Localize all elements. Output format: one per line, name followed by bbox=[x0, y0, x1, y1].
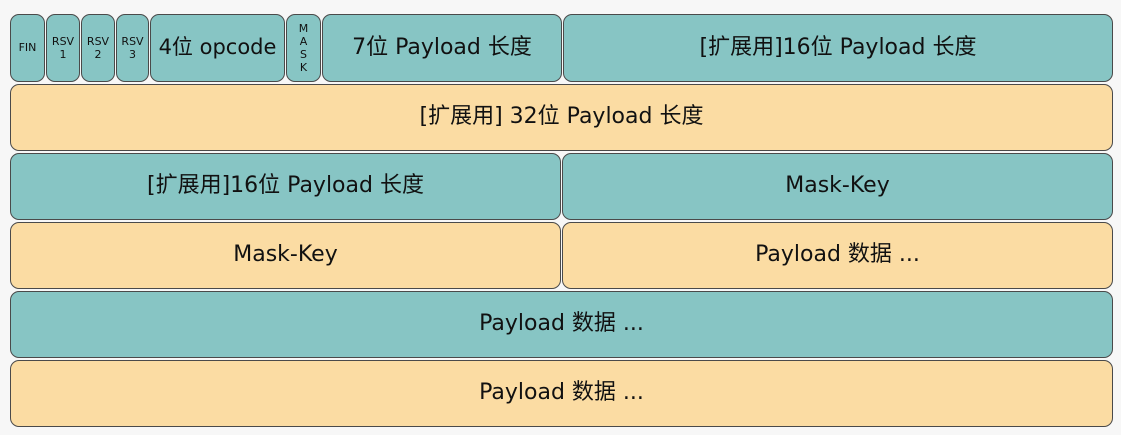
payload-data-field: Payload 数据 ... bbox=[562, 222, 1113, 289]
mask-key-field: Mask-Key bbox=[562, 153, 1113, 220]
payload-data-field-3: Payload 数据 ... bbox=[10, 360, 1113, 427]
rsv2-field: RSV 2 bbox=[81, 14, 115, 82]
payload-data-field-2: Payload 数据 ... bbox=[10, 291, 1113, 358]
payload-length-7bit-field: 7位 Payload 长度 bbox=[322, 14, 562, 82]
mask-key-field-2: Mask-Key bbox=[10, 222, 561, 289]
extended-payload-length-16bit-field: [扩展用]16位 Payload 长度 bbox=[563, 14, 1113, 82]
mask-field: M A S K bbox=[286, 14, 321, 82]
rsv1-field: RSV 1 bbox=[46, 14, 80, 82]
extended-payload-length-16bit-field-2: [扩展用]16位 Payload 长度 bbox=[10, 153, 561, 220]
rsv3-field: RSV 3 bbox=[116, 14, 149, 82]
opcode-field: 4位 opcode bbox=[150, 14, 285, 82]
fin-field: FIN bbox=[10, 14, 45, 82]
extended-payload-length-32bit-field: [扩展用] 32位 Payload 长度 bbox=[10, 84, 1113, 151]
